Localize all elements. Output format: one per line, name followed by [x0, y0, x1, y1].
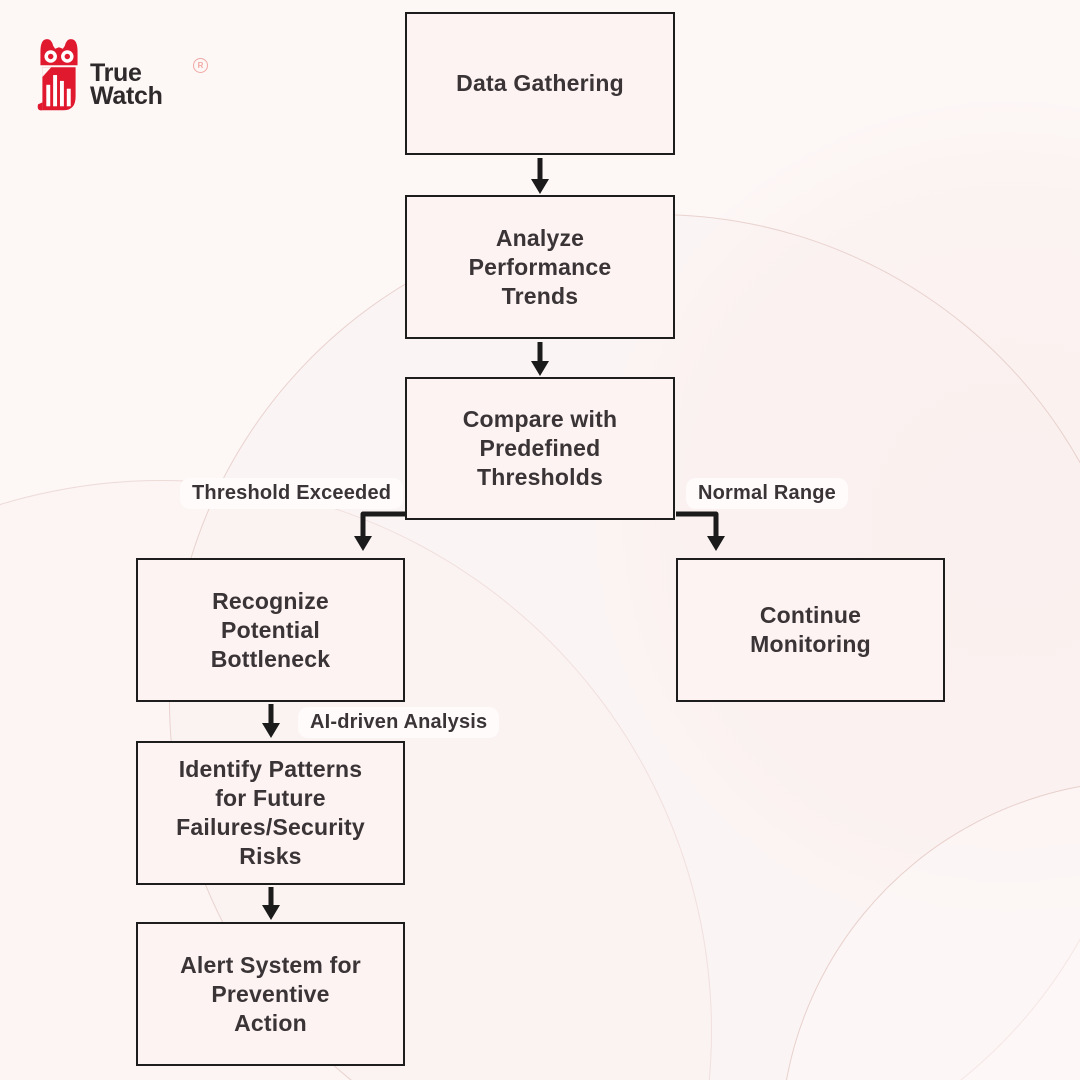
arrow-identify-to-alert	[262, 887, 280, 920]
node-data-gathering: Data Gathering	[405, 12, 675, 155]
node-compare-with-thresholds: Compare with Predefined Thresholds	[405, 377, 675, 520]
arrow-recognize-to-identify	[262, 704, 280, 738]
registered-trademark-icon: R	[193, 58, 208, 73]
brand-line-watch: Watch	[90, 82, 163, 110]
node-continue-monitoring: Continue Monitoring	[676, 558, 945, 702]
node-alert-system: Alert System for Preventive Action	[136, 922, 405, 1066]
edge-label-ai-driven-analysis: AI-driven Analysis	[298, 707, 500, 738]
edge-label-threshold-exceeded: Threshold Exceeded	[180, 478, 404, 509]
brand-text: True Watch R	[90, 58, 208, 110]
node-analyze-performance-trends: Analyze Performance Trends	[405, 195, 675, 339]
owl-icon	[37, 39, 78, 111]
node-label: Alert System for Preventive Action	[180, 951, 361, 1036]
arrow-compare-to-continue-elbow	[676, 511, 725, 551]
node-label: Continue Monitoring	[750, 602, 871, 657]
background-circle-bottom-right	[780, 780, 1080, 1080]
brand-line-true: True	[90, 59, 142, 87]
node-identify-patterns: Identify Patterns for Future Failures/Se…	[136, 741, 405, 885]
node-label: Data Gathering	[456, 70, 624, 96]
node-label: Compare with Predefined Thresholds	[462, 406, 618, 490]
arrow-compare-to-recognize-elbow	[354, 511, 405, 551]
edge-label-normal-range: Normal Range	[686, 478, 848, 509]
node-label: Analyze Performance Trends	[468, 224, 612, 309]
arrow-analyze-to-compare	[531, 342, 549, 376]
node-label: Recognize Potential Bottleneck	[210, 587, 331, 672]
node-label: Identify Patterns for Future Failures/Se…	[176, 756, 365, 869]
node-recognize-bottleneck: Recognize Potential Bottleneck	[136, 558, 405, 702]
truewatch-logo: True Watch R	[36, 36, 208, 118]
arrow-data-to-analyze	[531, 158, 549, 194]
